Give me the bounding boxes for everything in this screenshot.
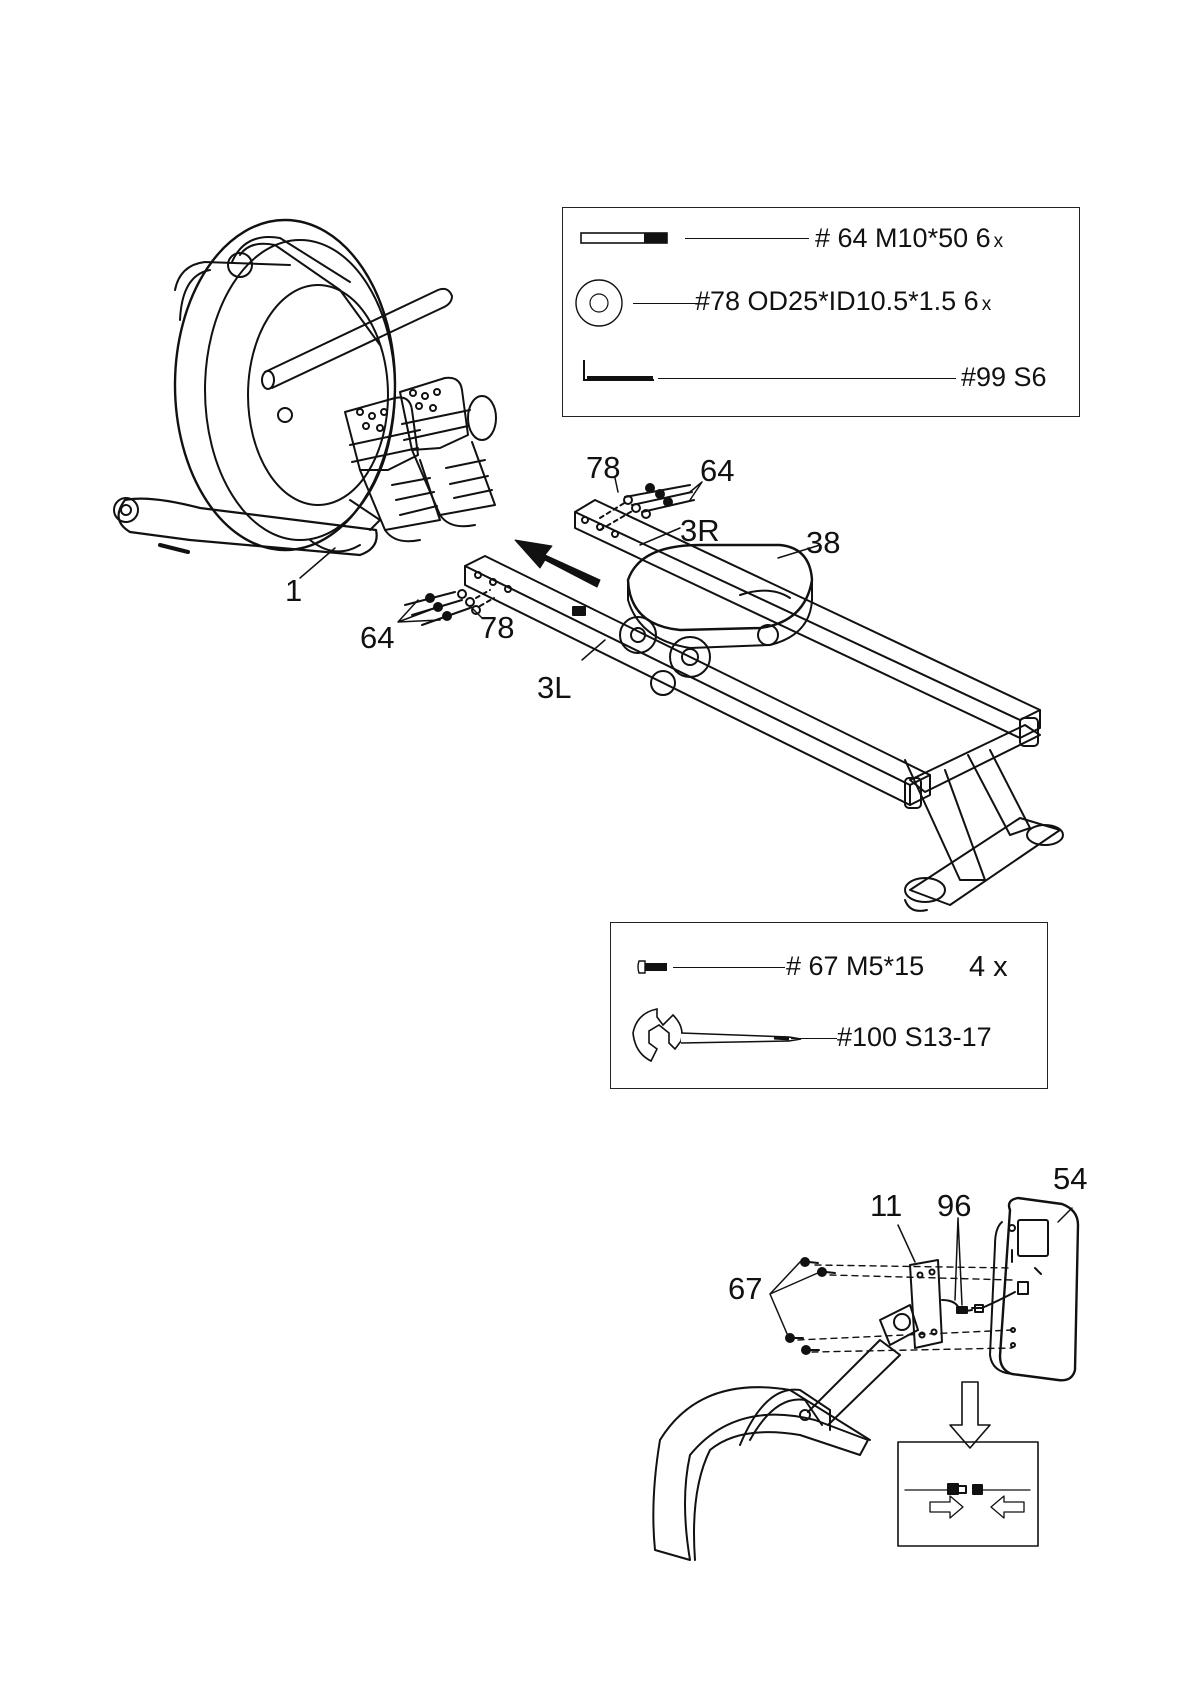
callout-frame: 1	[285, 575, 302, 606]
callout-cable: 96	[937, 1190, 971, 1221]
hex-key-code: #99 S6	[961, 362, 1047, 392]
rail-left	[465, 556, 930, 805]
screw-code: # 67 M5*15	[786, 951, 924, 981]
callout-rail-left: 3L	[537, 672, 571, 703]
washer-qty: x	[982, 294, 992, 315]
screw-icon	[637, 959, 671, 975]
hardware-item-screw: # 67 M5*15	[786, 953, 924, 980]
callout-screws: 67	[728, 1273, 762, 1304]
callout-washer-top: 78	[586, 452, 620, 483]
front-frame	[114, 220, 496, 555]
callout-bolt-top: 64	[700, 455, 734, 486]
leader-line	[658, 378, 956, 379]
callout-console: 54	[1053, 1163, 1087, 1194]
hardware-box-bottom: # 67 M5*15 4 x #100 S13-17	[610, 922, 1048, 1089]
seat	[620, 545, 812, 695]
direction-arrow	[515, 540, 600, 587]
wrench-code: #100 S13-17	[837, 1022, 992, 1052]
callout-rail-right: 3R	[680, 515, 720, 546]
leader-line	[673, 967, 785, 968]
hex-key-icon	[579, 358, 659, 384]
console-assembly-drawing	[653, 1198, 1078, 1560]
screw-qty: 4 x	[969, 953, 1008, 982]
wrench-icon	[629, 1005, 805, 1067]
washer-icon	[573, 277, 625, 329]
callout-washer-bottom: 78	[480, 612, 514, 643]
callout-bracket: 11	[870, 1190, 902, 1221]
bolt-qty: x	[994, 231, 1004, 252]
bolt-code: # 64 M10*50 6	[815, 223, 991, 253]
bolt-icon	[579, 230, 674, 246]
washer-code: #78 OD25*ID10.5*1.5 6	[695, 286, 979, 316]
leader-line	[791, 1038, 837, 1039]
hardware-item-hex-key: #99 S6	[961, 364, 1047, 391]
hardware-item-wrench: #100 S13-17	[837, 1024, 992, 1051]
callout-seat: 38	[806, 527, 840, 558]
callout-bolt-bottom: 64	[360, 622, 394, 653]
leader-line	[633, 303, 699, 304]
footrest-right	[400, 378, 496, 527]
leader-line	[685, 238, 809, 239]
